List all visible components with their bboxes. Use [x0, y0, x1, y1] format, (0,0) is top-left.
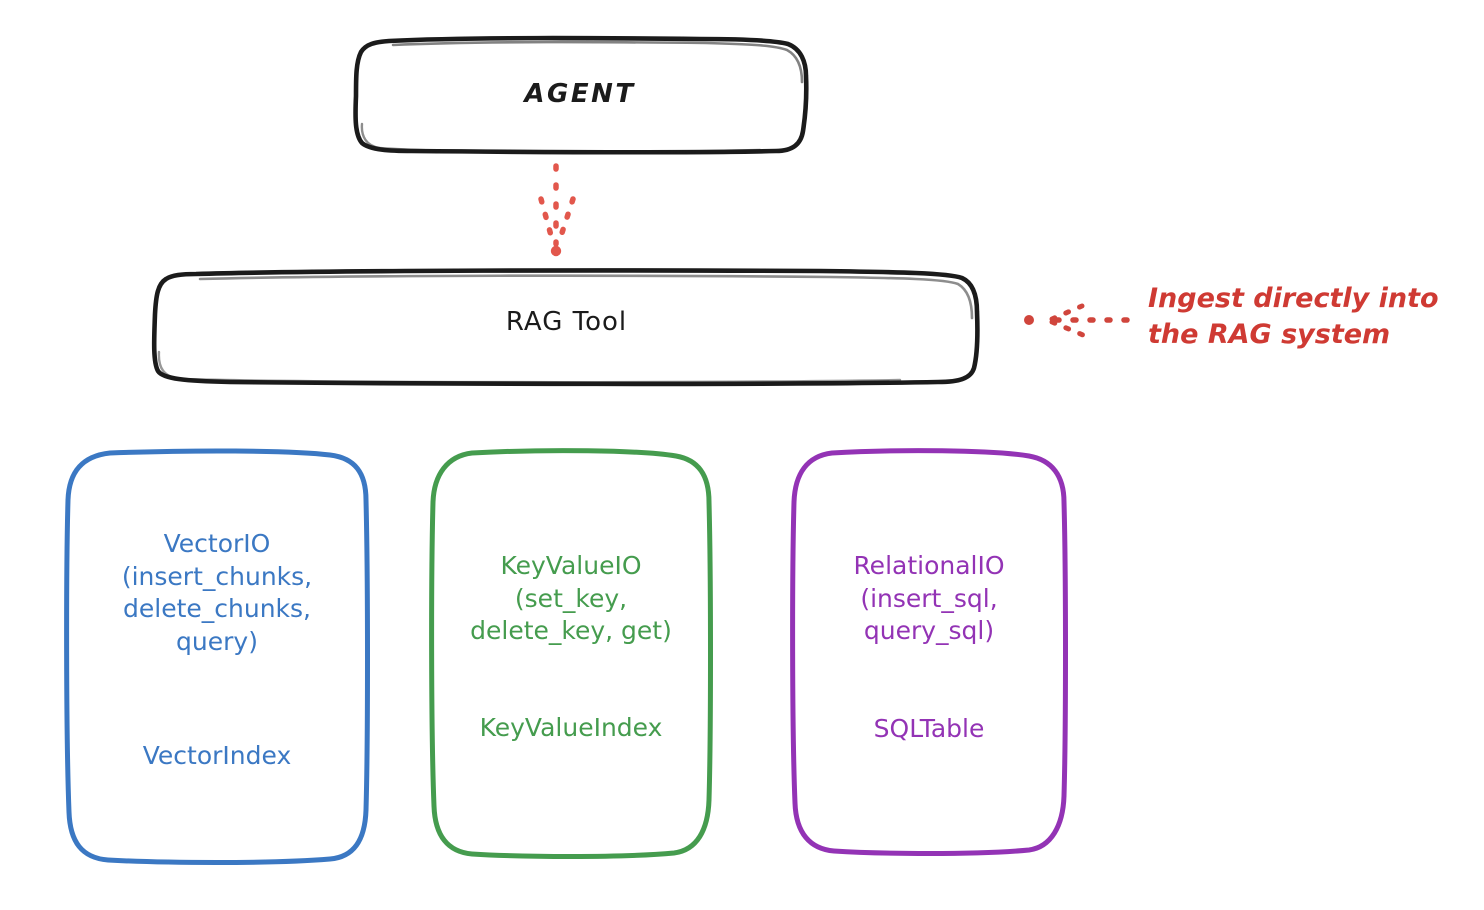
- ingest-annotation-label: Ingest directly into the RAG system: [1148, 283, 1439, 350]
- relationalio-box-outline: [790, 448, 1068, 856]
- vectorindex-label: VectorIndex: [142, 741, 292, 770]
- agent-box-outline-sketch: [391, 40, 804, 84]
- agent-to-rag-arrow: [538, 163, 576, 257]
- relationalio-node[interactable]: [790, 448, 1068, 856]
- vectorio-api-label: VectorIO (insert_chunks, delete_chunks, …: [121, 529, 313, 656]
- agent-box-outline-sketch2: [360, 122, 762, 154]
- agent-box-outline: [353, 35, 809, 155]
- sqltable-label: SQLTable: [873, 714, 985, 743]
- rag-tool-box-sketch: [198, 274, 974, 320]
- agent-node[interactable]: [353, 35, 809, 155]
- relationalio-api-label: RelationalIO (insert_sql, query_sql): [853, 551, 1005, 645]
- rag-tool-node[interactable]: [151, 268, 980, 387]
- ingest-arrow: [1024, 303, 1131, 338]
- vectorio-node[interactable]: [64, 448, 370, 865]
- keyvalueio-node[interactable]: [429, 448, 713, 859]
- keyvalueio-box-outline: [429, 448, 713, 859]
- keyvalueindex-label: KeyValueIndex: [479, 713, 663, 742]
- keyvalueio-api-label: KeyValueIO (set_key, delete_key, get): [470, 551, 672, 645]
- rag-tool-box-sketch2: [157, 350, 902, 384]
- vectorio-box-outline: [64, 448, 370, 865]
- rag-tool-box-outline: [151, 268, 980, 387]
